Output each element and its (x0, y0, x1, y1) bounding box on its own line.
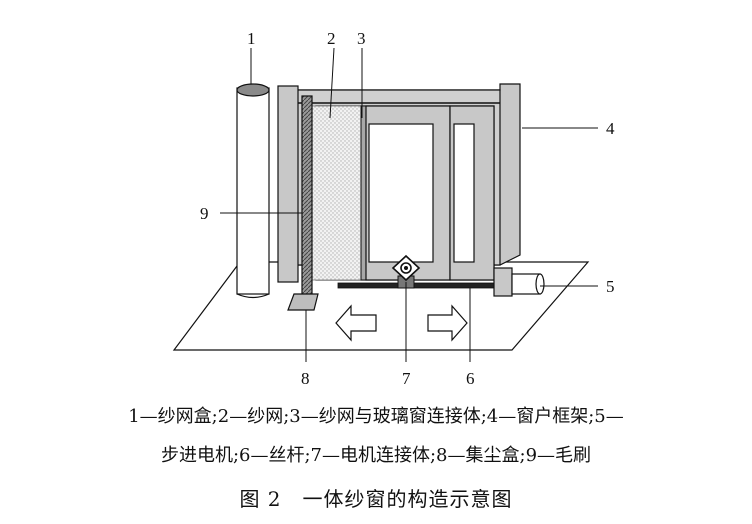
glass-sash (365, 105, 495, 281)
leader-lines (220, 47, 598, 362)
callout-4: 4 (606, 119, 615, 138)
stepper-motor (493, 267, 545, 297)
legend-line-1: 1—纱网盒;2—纱网;3—纱网与玻璃窗连接体;4—窗户框架;5— (128, 406, 624, 427)
callout-6: 6 (466, 369, 475, 388)
callout-2: 2 (327, 29, 336, 48)
motor-connector (391, 254, 421, 289)
callout-1: 1 (247, 29, 256, 48)
frame-left-post (277, 85, 299, 283)
callout-9: 9 (200, 204, 209, 223)
callout-5: 5 (606, 277, 615, 296)
lead-screw (337, 282, 501, 289)
callout-8: 8 (301, 369, 310, 388)
screen-mesh (311, 105, 365, 281)
brush (301, 95, 313, 303)
arrow-left-icon (335, 304, 377, 342)
callout-3: 3 (357, 29, 366, 48)
callout-7: 7 (402, 369, 411, 388)
dust-box (287, 293, 319, 311)
legend-line-2: 步进电机;6—丝杆;7—电机连接体;8—集尘盒;9—毛刷 (160, 445, 592, 466)
screen-box (236, 83, 270, 299)
arrow-right-icon (427, 304, 468, 342)
figure-title: 图 2 一体纱窗的构造示意图 (239, 487, 513, 511)
diagram: 1 2 3 4 5 6 7 8 9 (172, 29, 615, 388)
